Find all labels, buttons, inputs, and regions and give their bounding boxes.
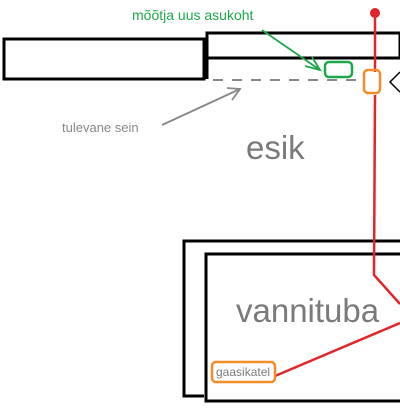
bathroom-inner-wall [204,252,400,403]
edge-arrow-icon [388,71,400,93]
upper-right-wall [205,31,400,60]
bathroom-outer-wall [182,239,400,398]
gas-boiler-label: gaasikatel [216,365,271,379]
meter-label-arrow [261,29,322,72]
gas-pipe-line [274,13,400,378]
bathroom-label: vannituba [236,292,380,329]
upper-left-wall [2,37,206,81]
future-wall-label: tulevane sein [62,120,139,135]
hallway-label: esik [246,129,305,166]
meter-location-marker [323,60,354,79]
gas-boiler-marker [210,360,277,384]
future-wall-arrow [161,87,242,126]
current-meter-marker [362,68,382,95]
meter-new-location-label: mõõtja uus asukoht [132,7,254,23]
